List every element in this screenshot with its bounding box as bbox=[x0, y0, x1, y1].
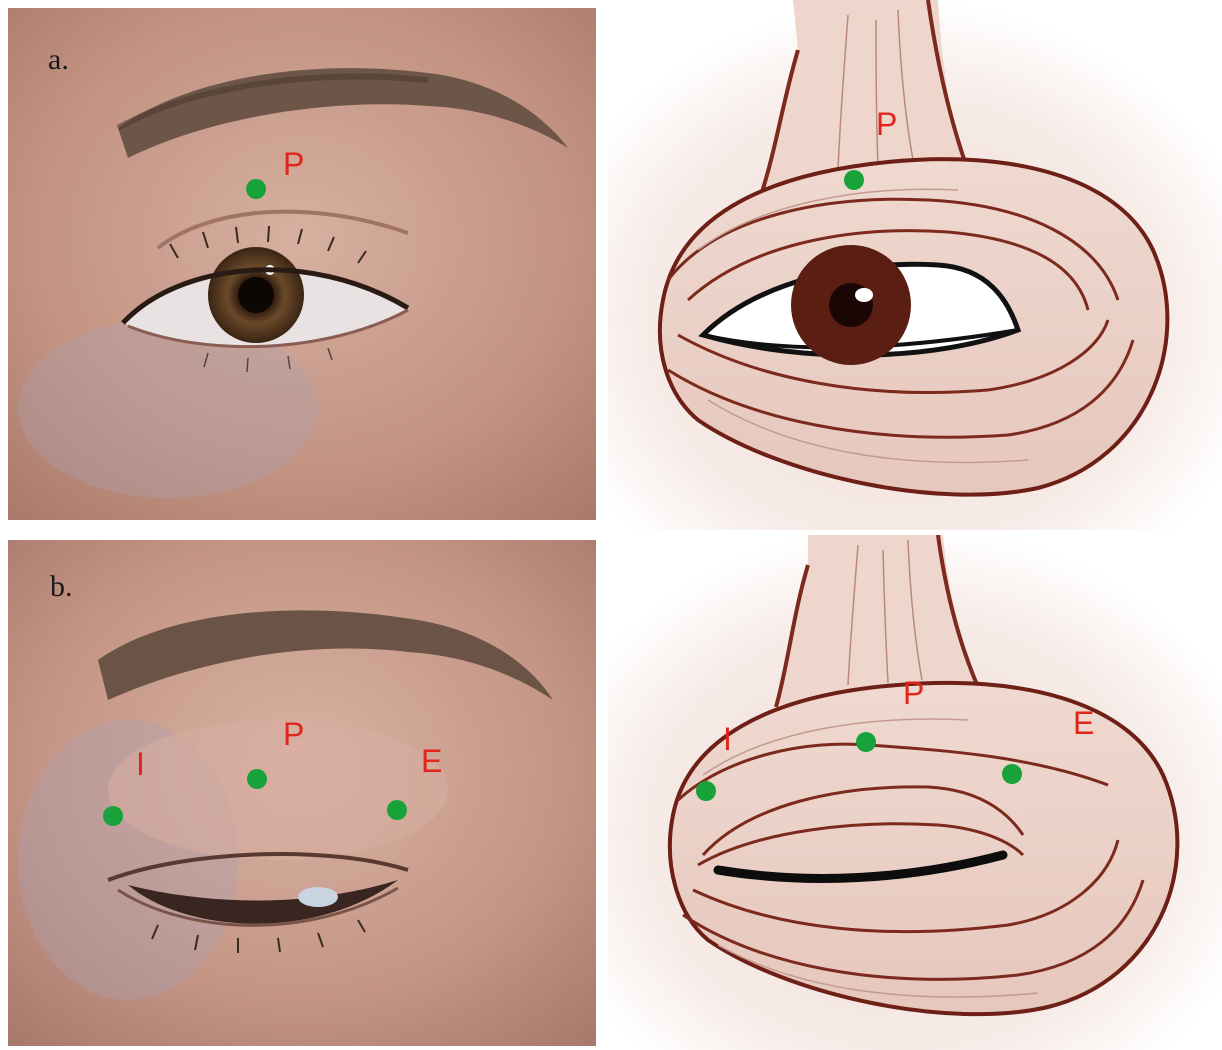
photo-b-point-i-marker bbox=[103, 806, 123, 826]
photo-a-point-p-label: P bbox=[283, 148, 304, 180]
illustration-closed-eye: I P E bbox=[608, 535, 1222, 1050]
photo-b-point-p-label: P bbox=[283, 718, 304, 750]
illustration-b-point-p-marker bbox=[856, 732, 876, 752]
photo-b-point-e-label: E bbox=[421, 745, 442, 777]
photo-open-eye: a. P bbox=[8, 8, 596, 520]
illustration-a-point-p-label: P bbox=[876, 108, 897, 140]
orbicularis-open-diagram bbox=[608, 0, 1222, 530]
photo-b-point-i-label: I bbox=[136, 748, 145, 780]
photo-b-point-e-marker bbox=[387, 800, 407, 820]
photo-b-point-p-marker bbox=[247, 769, 267, 789]
illustration-b-point-p-label: P bbox=[903, 677, 924, 709]
illustration-b-point-i-label: I bbox=[723, 723, 732, 755]
illustration-open-eye: P bbox=[608, 0, 1222, 530]
illustration-a-point-p-marker bbox=[844, 170, 864, 190]
open-eye-photo-image bbox=[8, 8, 596, 520]
illustration-b-point-i-marker bbox=[696, 781, 716, 801]
photo-closed-eye: b. I P E bbox=[8, 540, 596, 1046]
panel-label-b: b. bbox=[50, 570, 73, 604]
closed-eye-photo-image bbox=[8, 540, 596, 1046]
panel-label-a: a. bbox=[48, 43, 69, 77]
illustration-b-point-e-label: E bbox=[1073, 707, 1094, 739]
illustration-b-point-e-marker bbox=[1002, 764, 1022, 784]
photo-a-point-p-marker bbox=[246, 179, 266, 199]
